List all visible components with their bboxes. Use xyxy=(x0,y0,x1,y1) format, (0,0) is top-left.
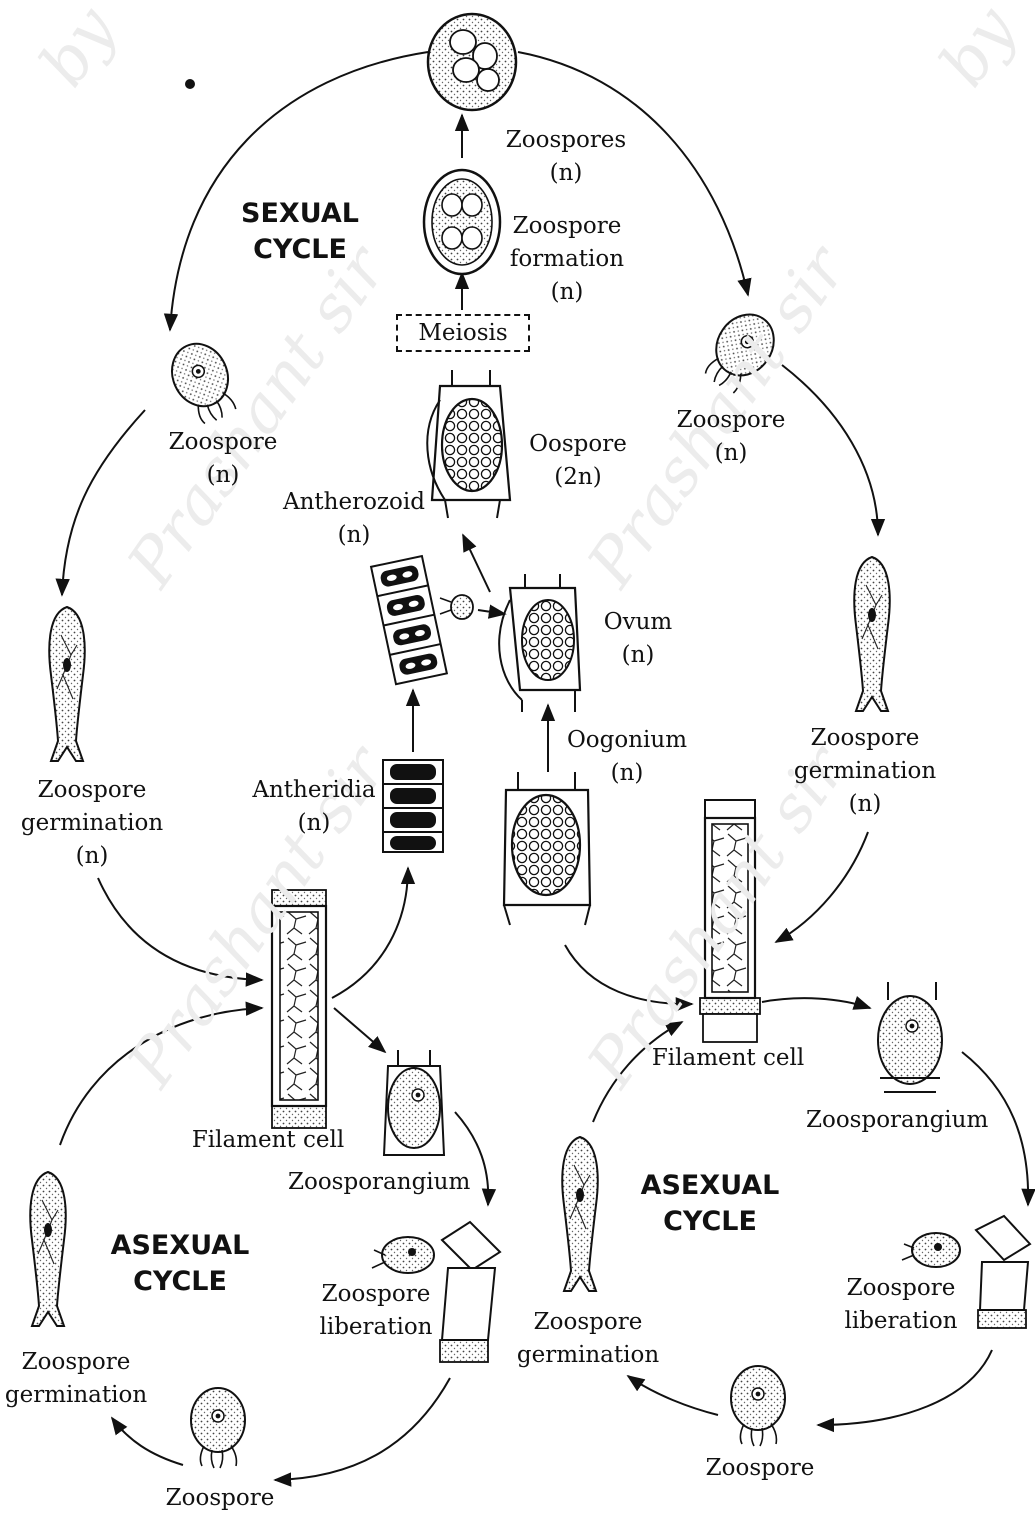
label-ovum: Ovum(n) xyxy=(595,606,681,672)
arrow-zoospore-bl-to-germling xyxy=(112,1418,183,1465)
stray-dot xyxy=(185,79,195,89)
arrow-germling-to-left-filament xyxy=(98,878,262,980)
filament-cell-right xyxy=(700,800,760,1042)
label-zoospore-bottom-right: Zoospore xyxy=(700,1452,820,1485)
zoospore-left-upper xyxy=(162,335,245,430)
zoospore-right-upper xyxy=(695,303,785,400)
zoospore-bottom-left xyxy=(191,1388,245,1468)
label-zoospores-top: Zoospores(n) xyxy=(500,124,632,190)
arrow-filament-to-antheridia xyxy=(332,868,408,998)
label-zoospore-left: Zoospore(n) xyxy=(162,426,284,492)
arrow-left-zoospore-to-germling xyxy=(62,410,145,595)
arrow-antherozoid-to-ovum xyxy=(478,610,505,614)
antheridia-filament-top xyxy=(371,556,447,684)
label-zoospore-right: Zoospore(n) xyxy=(670,404,792,470)
label-filament-cell-right: Filament cell xyxy=(650,1042,806,1075)
zoospore-formation-cell xyxy=(424,170,500,274)
germling-bottom-middle xyxy=(562,1137,597,1291)
zoospores-cluster-cell xyxy=(428,14,516,110)
germling-left xyxy=(49,607,84,761)
arrow-oogonium-to-right-filament xyxy=(565,945,692,1004)
oogonium-cell xyxy=(504,772,590,925)
zoosporangium-right xyxy=(878,982,942,1092)
antherozoid-cell xyxy=(440,595,473,619)
label-antherozoid: Antherozoid(n) xyxy=(278,486,430,552)
arrow-zoospore-br-to-germling xyxy=(628,1376,718,1415)
label-zoosporangium-right: Zoosporangium xyxy=(806,1104,988,1137)
label-oospore: Oospore(2n) xyxy=(522,428,634,494)
arrow-filament-to-zoosporangium xyxy=(334,1008,385,1052)
arrow-liberation-to-zoospore-bl xyxy=(275,1378,450,1480)
meiosis-box: Meiosis xyxy=(396,314,530,352)
label-zoosporangium-left: Zoosporangium xyxy=(288,1166,470,1199)
arrow-germling-to-right-filament xyxy=(776,832,868,942)
germling-bottom-left xyxy=(30,1172,65,1326)
filament-cell-left xyxy=(272,890,326,1128)
arrow-top-to-left-zoospore xyxy=(170,52,428,330)
arrow-right-filament-to-zoosporangium xyxy=(762,998,870,1008)
arrow-right-zoospore-to-germling xyxy=(782,365,878,535)
arrow-ovum-to-oospore xyxy=(463,535,490,592)
arrow-liberation-right-to-zoospore xyxy=(818,1350,992,1425)
label-filament-cell-left: Filament cell xyxy=(190,1124,346,1157)
label-oogonium: Oogonium(n) xyxy=(560,724,694,790)
label-antheridia: Antheridia(n) xyxy=(248,774,380,840)
zoospore-bottom-right xyxy=(731,1366,785,1446)
oospore-cell xyxy=(427,370,510,518)
germling-right xyxy=(854,557,889,711)
label-zoospore-bottom-left: Zoospore xyxy=(160,1482,280,1515)
antheridia-filament-lower xyxy=(383,760,443,852)
zoosporangium-left xyxy=(384,1050,444,1155)
ovum-cell xyxy=(499,574,580,712)
